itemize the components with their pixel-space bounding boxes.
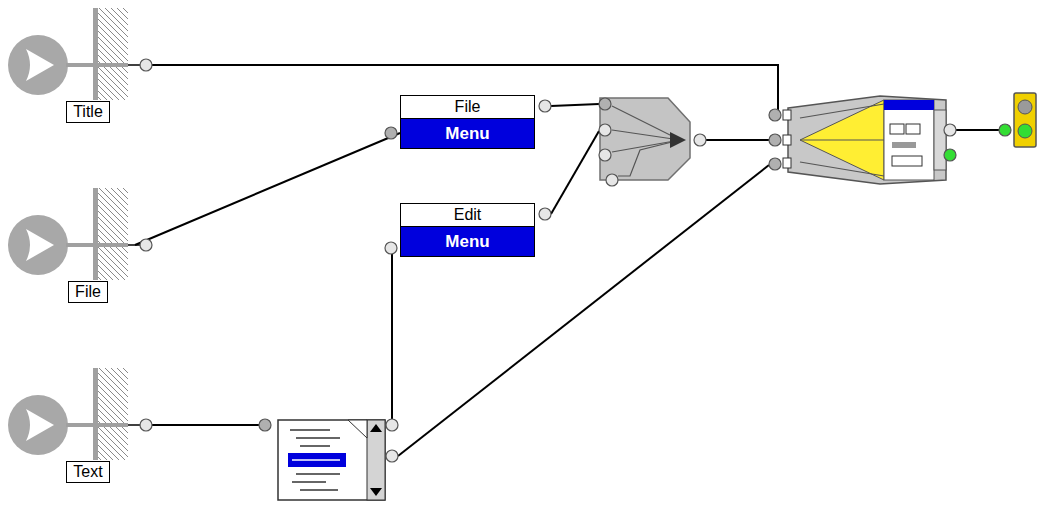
terminal-label: Title [66,101,110,123]
input-symbol [8,368,141,460]
port [140,59,152,71]
menu-block: FileMenu [400,95,535,149]
menu-title: File [455,96,481,118]
wire [391,254,393,419]
wire [956,129,999,131]
wire [152,424,259,426]
port [385,242,397,254]
menu-label: Menu [445,227,489,256]
ports [140,59,1011,462]
list-frame [278,420,385,500]
port [694,134,706,146]
port [944,124,956,136]
input-symbol [8,8,141,100]
merge-block [600,98,690,180]
menu-band: Menu [401,227,534,256]
wire [135,133,400,245]
input-terminal: Text [5,365,135,487]
port [259,419,271,431]
scroll-arrows [370,424,382,496]
menu-heading: File [401,96,534,119]
port [599,98,611,110]
list-widget [278,420,385,500]
menu-label: Menu [445,119,489,148]
terminal-label: File [68,281,108,303]
wire [551,131,599,214]
input-symbol [8,188,141,280]
input-terminal: Title [5,5,135,127]
list-selection [288,453,346,467]
terminal-label: Text [66,461,109,483]
wire [398,165,769,456]
menu-block: EditMenu [400,203,535,257]
port [769,134,781,146]
port [599,149,611,161]
port [539,208,551,220]
form-block [783,96,946,184]
port [769,158,781,170]
port [769,109,781,121]
port [539,100,551,112]
wire [706,139,769,141]
port [385,127,397,139]
list-selection-line [292,459,340,461]
wires [152,65,999,456]
port [999,124,1011,136]
corner-fold [348,420,367,438]
menu-heading: Edit [401,204,534,227]
traffic-light [1014,93,1036,147]
port [386,419,398,431]
port [140,419,152,431]
port [599,124,611,136]
port [140,239,152,251]
input-terminal: File [5,185,135,307]
port [944,149,956,161]
port [386,450,398,462]
scrollbar [367,420,385,500]
menu-band: Menu [401,119,534,148]
port [606,174,618,186]
menu-title: Edit [454,204,482,226]
list-lines [290,430,340,490]
wire [551,104,599,106]
